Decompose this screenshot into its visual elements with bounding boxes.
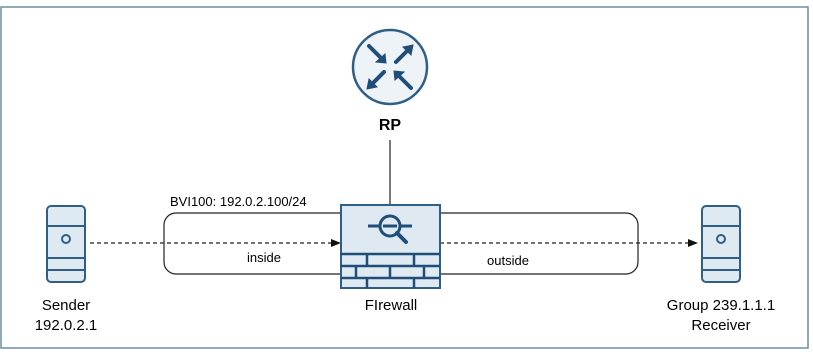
receiver-name: Receiver — [691, 317, 751, 334]
sender-ip: 192.0.2.1 — [34, 317, 98, 334]
inside-label: inside — [247, 250, 281, 265]
firewall-icon — [340, 204, 441, 289]
receiver-group: Group 239.1.1.1 — [666, 297, 776, 314]
receiver-server-icon — [701, 205, 741, 283]
sender-server-icon — [46, 205, 86, 283]
firewall-label: FIrewall — [364, 297, 418, 314]
sender-name: Sender — [41, 297, 91, 314]
router-label: RP — [378, 117, 402, 134]
bvi-label: BVI100: 192.0.2.100/24 — [170, 194, 307, 209]
receiver-label: Group 239.1.1.1 Receiver — [650, 296, 792, 336]
sender-label: Sender 192.0.2.1 — [16, 296, 116, 336]
router-icon — [351, 28, 429, 106]
outside-label: outside — [487, 253, 529, 268]
